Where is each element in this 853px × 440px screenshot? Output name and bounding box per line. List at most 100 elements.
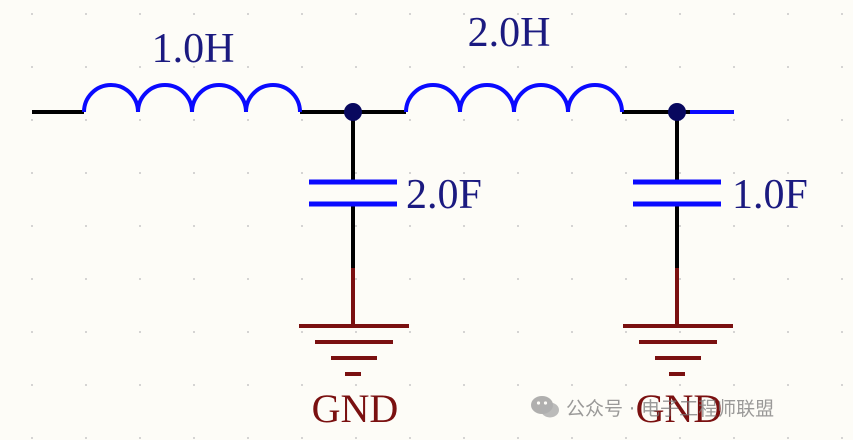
grid-dot bbox=[85, 384, 87, 386]
grid-dot bbox=[301, 172, 303, 174]
grid-dot bbox=[787, 66, 789, 68]
grid-dot bbox=[85, 13, 87, 15]
grid-dot bbox=[301, 225, 303, 227]
grid-dot bbox=[247, 13, 249, 15]
grid-dot bbox=[193, 13, 195, 15]
junction-dot-1 bbox=[344, 103, 362, 121]
grid-dot bbox=[301, 119, 303, 121]
grid-dot bbox=[355, 13, 357, 15]
grid-dot bbox=[355, 384, 357, 386]
grid-dot bbox=[733, 13, 735, 15]
grid-dot bbox=[85, 278, 87, 280]
grid-dot bbox=[31, 119, 33, 121]
grid-dot bbox=[787, 225, 789, 227]
grid-dot bbox=[85, 172, 87, 174]
grid-dot bbox=[409, 13, 411, 15]
grid-dot bbox=[463, 13, 465, 15]
capacitor-2-label: 1.0F bbox=[732, 172, 808, 218]
watermark-text: 公众号 · 电子工程师联盟 bbox=[566, 397, 775, 420]
grid-dot bbox=[733, 437, 735, 439]
grid-dot bbox=[85, 119, 87, 121]
inductor-2-label: 2.0H bbox=[468, 10, 551, 56]
grid-dot bbox=[31, 384, 33, 386]
inductor-2 bbox=[404, 83, 624, 113]
grid-dot bbox=[355, 437, 357, 439]
grid-dot bbox=[625, 66, 627, 68]
grid-dot bbox=[193, 278, 195, 280]
grid-dot bbox=[625, 172, 627, 174]
grid-dot bbox=[625, 331, 627, 333]
ground-1-label: GND bbox=[312, 386, 399, 431]
grid-dot bbox=[787, 119, 789, 121]
grid-dot bbox=[463, 384, 465, 386]
grid-dot bbox=[409, 437, 411, 439]
grid-dot bbox=[409, 278, 411, 280]
inductor-1-label: 1.0H bbox=[152, 26, 235, 72]
grid-dot bbox=[31, 278, 33, 280]
grid-dot bbox=[409, 119, 411, 121]
ground-symbol-1 bbox=[299, 268, 409, 376]
grid-dot bbox=[193, 119, 195, 121]
grid-dot bbox=[733, 172, 735, 174]
grid-dot bbox=[193, 225, 195, 227]
grid-dot bbox=[517, 119, 519, 121]
grid-dot bbox=[571, 437, 573, 439]
grid-dot bbox=[787, 437, 789, 439]
grid-dot bbox=[733, 278, 735, 280]
grid-dot bbox=[301, 278, 303, 280]
junction-dot-2 bbox=[668, 103, 686, 121]
grid-dot bbox=[679, 225, 681, 227]
grid-dot bbox=[625, 278, 627, 280]
grid-dot bbox=[571, 66, 573, 68]
grid-dot bbox=[679, 384, 681, 386]
grid-dot bbox=[247, 384, 249, 386]
grid-dot bbox=[841, 437, 843, 439]
grid-dot bbox=[463, 225, 465, 227]
grid-dot bbox=[841, 225, 843, 227]
grid-dot bbox=[85, 225, 87, 227]
grid-dot bbox=[193, 172, 195, 174]
grid-dot bbox=[571, 384, 573, 386]
grid-dot bbox=[625, 119, 627, 121]
grid-dot bbox=[571, 278, 573, 280]
grid-dot bbox=[31, 331, 33, 333]
grid-dot bbox=[679, 331, 681, 333]
grid-dot bbox=[355, 172, 357, 174]
grid-dot bbox=[247, 331, 249, 333]
grid-dot bbox=[409, 225, 411, 227]
grid-dot bbox=[517, 66, 519, 68]
grid-dot bbox=[733, 119, 735, 121]
grid-dot bbox=[85, 331, 87, 333]
grid-dot bbox=[733, 331, 735, 333]
grid-dot bbox=[139, 437, 141, 439]
grid-dot bbox=[463, 119, 465, 121]
grid-dot bbox=[139, 66, 141, 68]
grid-dot bbox=[31, 13, 33, 15]
grid-dot bbox=[625, 13, 627, 15]
grid-dot bbox=[841, 119, 843, 121]
grid-dot bbox=[517, 437, 519, 439]
grid-dot bbox=[85, 437, 87, 439]
grid-dot bbox=[301, 66, 303, 68]
grid-dot bbox=[247, 437, 249, 439]
grid-dot bbox=[517, 172, 519, 174]
grid-dot bbox=[733, 225, 735, 227]
grid-dot bbox=[463, 278, 465, 280]
grid-dot bbox=[409, 331, 411, 333]
grid-dot bbox=[787, 384, 789, 386]
grid-dot bbox=[355, 225, 357, 227]
grid-dot bbox=[301, 13, 303, 15]
grid-dot bbox=[463, 172, 465, 174]
grid-dot bbox=[841, 331, 843, 333]
grid-dot bbox=[571, 119, 573, 121]
capacitor-1 bbox=[309, 179, 397, 207]
grid-dot bbox=[517, 278, 519, 280]
grid-dot bbox=[193, 384, 195, 386]
grid-dot bbox=[409, 172, 411, 174]
grid-dot bbox=[139, 172, 141, 174]
grid-dot bbox=[733, 66, 735, 68]
grid-dot bbox=[355, 331, 357, 333]
grid-dot bbox=[85, 66, 87, 68]
wechat-icon bbox=[531, 396, 559, 418]
